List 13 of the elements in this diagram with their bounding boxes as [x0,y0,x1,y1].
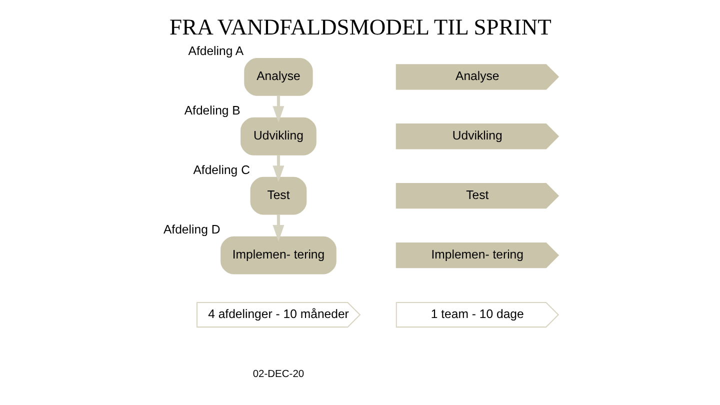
node-label: Afdeling C [192,162,250,177]
node-label: Afdeling B [184,103,240,118]
arrow [272,154,284,182]
arrow [272,95,284,123]
arrow [272,214,284,242]
label: 02-DEC-20 [252,368,304,380]
node-box: Udvikling [240,117,316,156]
node-label: Afdeling D [162,222,220,236]
node-box: Test [250,176,306,215]
diagram-title: FRA VANDFALDSMODEL TIL SPRINT [169,14,551,40]
node-box: Analyse [244,58,312,96]
node-label: Afdeling A [188,44,244,58]
node-box: Implemen- tering [220,236,336,274]
